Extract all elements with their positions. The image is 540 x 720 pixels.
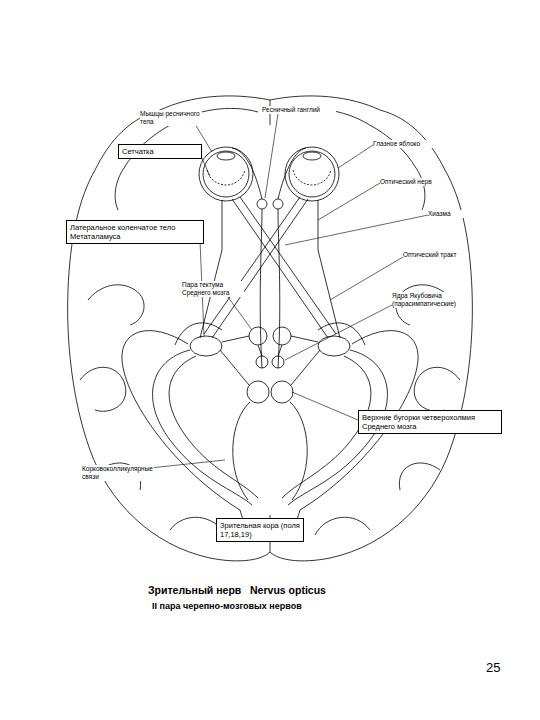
superior-colliculus — [247, 381, 269, 403]
optic-pathway — [200, 200, 340, 338]
pretectal-nucleus — [273, 327, 291, 345]
eyeball — [285, 147, 339, 201]
lateral-geniculate-body — [318, 336, 350, 356]
eyeball — [199, 147, 253, 201]
eyeball — [289, 151, 335, 197]
lateral-geniculate-body — [190, 336, 222, 356]
label-box: Верхние бугорки четверохолмия Среднего м… — [358, 410, 502, 434]
label-text: Ядра Якубовича (парасимпатические) — [392, 292, 464, 308]
label-box: Латеральное коленчатое тело Метаталамуса — [66, 220, 204, 244]
brain-gyri — [80, 367, 460, 411]
box-text: Латеральное коленчатое тело Метаталамуса — [70, 223, 200, 241]
label-text: Корковоколликулярные связи — [82, 465, 154, 481]
leader-line — [338, 145, 373, 168]
ciliary-ganglion — [257, 199, 267, 209]
leader-line — [318, 183, 380, 220]
page-number: 25 — [486, 660, 510, 675]
leader-line — [265, 114, 278, 198]
optic-pathway — [204, 197, 336, 338]
label-text: Глазное яблоко — [373, 140, 433, 148]
leader-line — [292, 392, 358, 420]
box-text: Верхние бугорки четверохолмия Среднего м… — [362, 413, 498, 431]
leader-line — [285, 305, 392, 360]
label-text: Оптический нерв — [380, 178, 442, 186]
label-text: Хиазма — [428, 210, 464, 218]
label-text: Пара тектума Среднего мозга — [182, 281, 244, 297]
label-box: Сетчатка — [118, 144, 202, 159]
ciliary-ganglion — [273, 199, 283, 209]
leader-line — [285, 215, 428, 245]
box-text: Сетчатка — [122, 147, 198, 156]
lens — [303, 152, 321, 160]
optic-radiation — [153, 350, 258, 505]
colliculus-fibers — [220, 350, 320, 385]
corticocollicular-fibers — [233, 402, 307, 500]
diagram-caption: II пара черепно-мозговых нервов — [152, 601, 392, 611]
lens — [217, 152, 235, 160]
label-text: Оптический тракт — [403, 251, 467, 259]
label-text: Ресничный ганглий — [262, 106, 336, 114]
label-box: Зрительная кора (поля 17,18,19) — [216, 518, 304, 542]
leader-line — [225, 293, 252, 330]
label-text: Мышцы ресничного тела — [140, 110, 202, 126]
leader-line — [150, 460, 225, 468]
brain-outline — [68, 96, 473, 561]
superior-colliculus — [271, 381, 293, 403]
diagram-title: Зрительный нерв Nervus opticus — [148, 584, 326, 596]
box-text: Зрительная кора (поля 17,18,19) — [220, 521, 300, 539]
eyeball — [203, 151, 249, 197]
